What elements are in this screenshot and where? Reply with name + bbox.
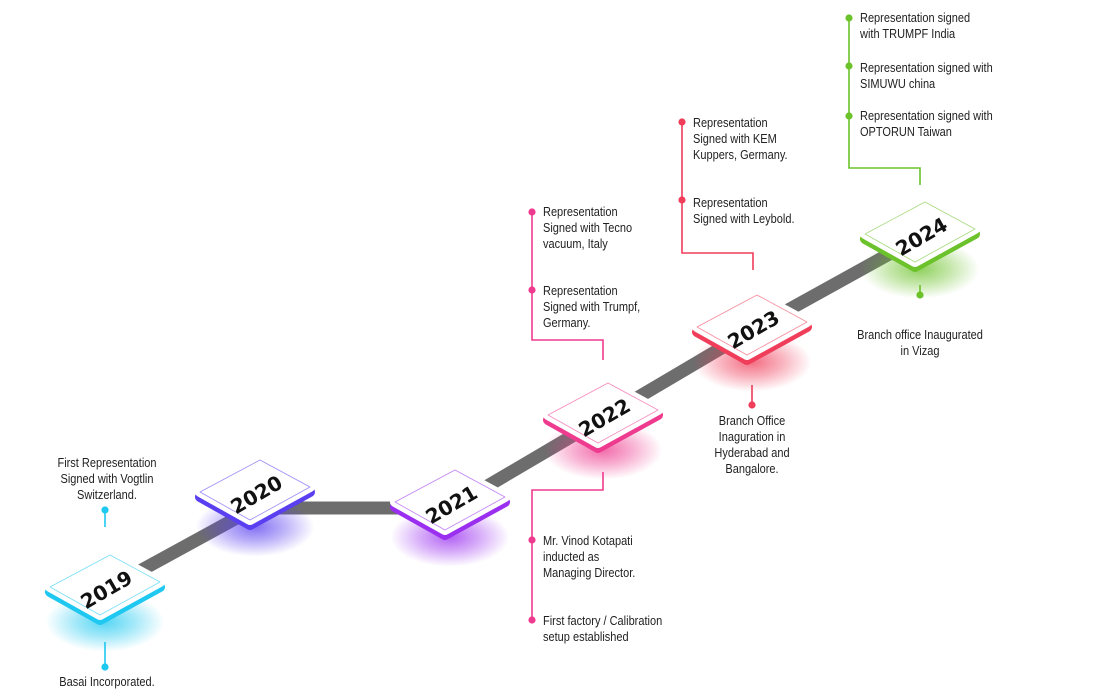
connector-2022-above — [531, 212, 604, 360]
milestone-2024-above-1: Representation signed with SIMUWU china — [860, 61, 993, 91]
milestone-2022-below-0: Mr. Vinod Kotapati inducted as Managing … — [543, 534, 636, 580]
dot-icon — [528, 616, 536, 624]
connector-2024-above — [848, 18, 921, 185]
milestone-2024-above-0: Representation signed with TRUMPF India — [860, 11, 971, 41]
milestone-2019-below-0: Basai Incorporated. — [59, 675, 155, 689]
dot-icon — [845, 14, 853, 22]
tile-outline-2020 — [199, 459, 311, 521]
dot-icon — [748, 401, 756, 409]
milestone-2024-above-2: Representation signed with OPTORUN Taiwa… — [860, 109, 993, 139]
connector-2022-below — [531, 472, 604, 620]
milestone-2019-above-0: First Representation Signed with Vogtlin… — [57, 456, 157, 502]
dot-icon — [845, 62, 853, 70]
milestone-2024-below-0: Branch office Inaugurated in Vizag — [857, 328, 983, 358]
tile-outline-2019 — [49, 554, 161, 616]
tile-outline-2023 — [696, 294, 808, 356]
dot-icon — [528, 536, 536, 544]
milestone-2022-below-1: First factory / Calibration setup establ… — [543, 614, 663, 644]
dot-icon — [528, 208, 536, 216]
dot-icon — [678, 118, 686, 126]
tile-outline-2024 — [864, 201, 976, 263]
milestone-2023-above-1: Representation Signed with Leybold. — [693, 196, 795, 226]
connector-2023-above — [681, 122, 754, 270]
tile-outline-2022 — [547, 382, 659, 444]
milestone-2023-above-0: Representation Signed with KEM Kuppers, … — [693, 116, 788, 162]
milestone-2022-above-0: Representation Signed with Tecno vacuum,… — [543, 205, 633, 251]
milestone-2022-above-1: Representation Signed with Trumpf, Germa… — [543, 284, 641, 330]
dot-icon — [528, 286, 536, 294]
tile-outline-2021 — [394, 469, 506, 531]
dot-icon — [678, 196, 686, 204]
dot-icon — [845, 112, 853, 120]
milestone-2023-below-0: Branch Office Inaguration in Hyderabad a… — [714, 414, 790, 476]
dot-icon — [101, 663, 109, 671]
dot-icon — [101, 506, 109, 514]
